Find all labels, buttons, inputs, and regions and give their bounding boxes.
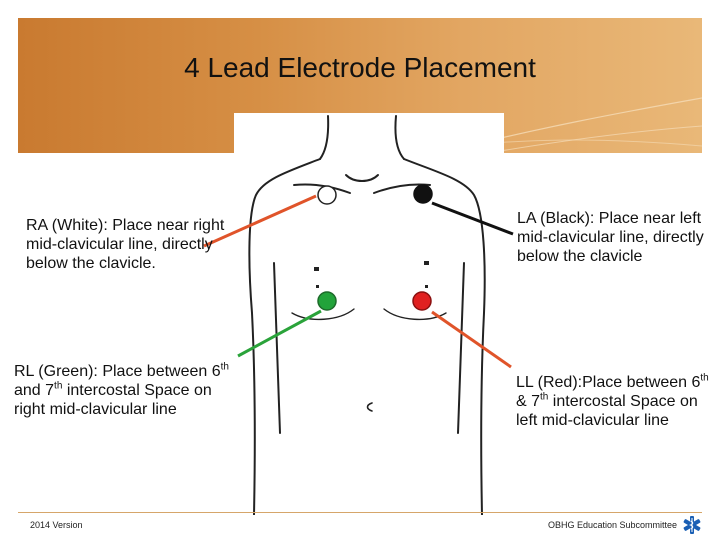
footer-rule xyxy=(18,512,702,513)
ll-electrode xyxy=(412,291,432,311)
ll-text-b: & 7 xyxy=(516,393,541,410)
ll-sup-2: th xyxy=(540,391,549,403)
ra-callout: RA (White): Place near right mid-clavicu… xyxy=(26,217,225,272)
rl-lead-wire xyxy=(237,309,322,358)
footer-version: 2014 Version xyxy=(30,520,83,530)
la-lead-wire xyxy=(431,201,514,236)
torso-illustration xyxy=(234,113,504,516)
ll-text-a: LL (Red):Place between 6 xyxy=(516,374,701,391)
la-callout: LA (Black): Place near left mid-clavicul… xyxy=(517,210,704,265)
rl-callout: RL (Green): Place between 6th and 7th in… xyxy=(14,362,242,419)
ll-lead-wire xyxy=(431,310,512,369)
footer-organization: OBHG Education Subcommittee xyxy=(548,520,678,530)
ll-sup-1: th xyxy=(700,372,709,384)
rl-text-c: intercostal Space on right mid-clavicula… xyxy=(14,382,212,418)
ra-electrode xyxy=(317,185,337,205)
la-electrode xyxy=(413,184,433,204)
ll-text-c: intercostal Space on left mid-clavicular… xyxy=(516,393,698,429)
rl-sup-2: th xyxy=(54,380,63,392)
rl-electrode xyxy=(317,291,337,311)
slide-title: 4 Lead Electrode Placement xyxy=(184,52,536,83)
rl-text-b: and 7 xyxy=(14,382,55,399)
ll-callout: LL (Red):Place between 6th & 7th interco… xyxy=(516,373,716,430)
star-of-life-icon xyxy=(683,516,701,534)
ra-lead-wire xyxy=(203,194,317,248)
rl-text-a: RL (Green): Place between 6 xyxy=(14,363,221,380)
torso-outline xyxy=(248,115,486,516)
anatomy-marks xyxy=(314,261,429,288)
rl-sup-1: th xyxy=(220,361,229,373)
